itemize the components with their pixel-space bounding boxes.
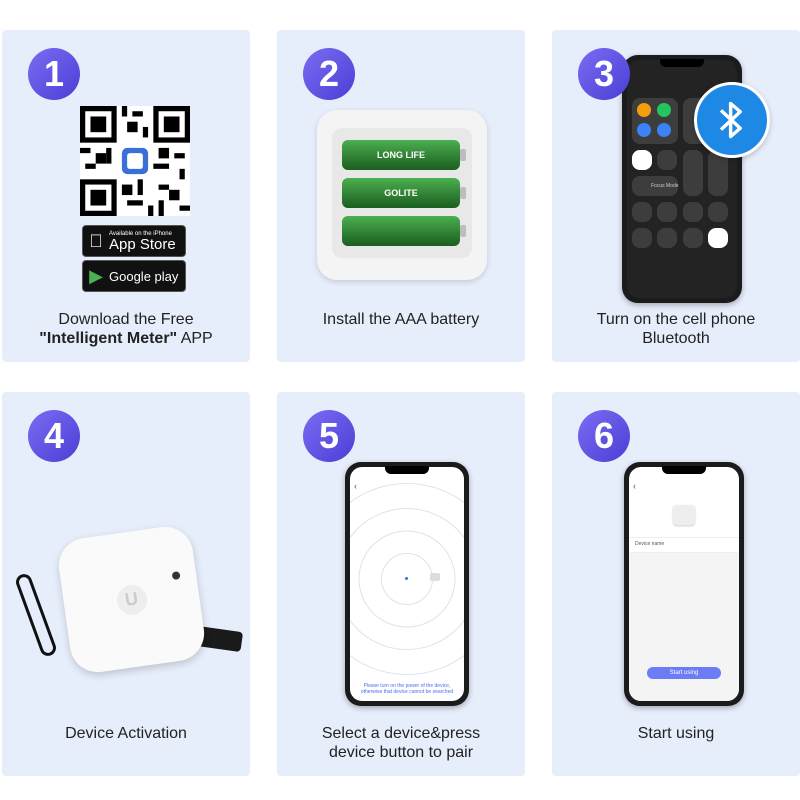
apple-icon:  <box>83 231 109 252</box>
step-caption: Turn on the cell phone Bluetooth <box>596 311 756 347</box>
device-thumbnail <box>673 505 695 525</box>
step-number-badge: 2 <box>303 48 355 100</box>
lanyard <box>13 571 59 659</box>
qr-code[interactable] <box>80 106 190 216</box>
meter-device: U <box>55 523 208 676</box>
play-icon: ▶ <box>89 265 103 286</box>
step-card-4: 4 U Device Activation <box>2 392 250 776</box>
google-play-button[interactable]: ▶ Google play <box>82 260 186 292</box>
battery-compartment: LONG LIFE GOLITE <box>317 110 487 280</box>
back-icon[interactable]: ‹ <box>354 481 357 491</box>
radar-center-dot <box>405 577 408 580</box>
battery: LONG LIFE <box>342 140 466 170</box>
battery: GOLITE <box>342 178 466 208</box>
step-card-1: 1  Available on the iPhone App Store ▶ … <box>2 30 250 362</box>
app-store-button[interactable]:  Available on the iPhone App Store <box>82 225 186 257</box>
step-number-badge: 3 <box>578 48 630 100</box>
start-using-button[interactable]: Start using <box>647 667 721 679</box>
step-caption: Install the AAA battery <box>322 311 480 328</box>
step-number-badge: 1 <box>28 48 80 100</box>
device-button[interactable] <box>171 571 181 581</box>
step-caption: Select a device&press device button to p… <box>321 725 481 761</box>
step-number-badge: 4 <box>28 410 80 462</box>
device-logo: U <box>114 582 149 617</box>
step-card-5: 5 ‹ Please turn on the power of the devi… <box>277 392 525 776</box>
bluetooth-icon[interactable] <box>694 82 770 158</box>
found-device[interactable] <box>430 573 440 581</box>
step-caption: Start using <box>637 725 715 742</box>
step-number-badge: 5 <box>303 410 355 462</box>
battery <box>342 216 466 246</box>
phone-pairing-screen: ‹ Please turn on the power of the device… <box>345 462 469 706</box>
step-card-2: 2 LONG LIFE GOLITE Install the AAA batte… <box>277 30 525 362</box>
phone-start-screen: ‹ Device name Start using <box>624 462 744 706</box>
step-caption: Device Activation <box>65 725 187 742</box>
step-card-6: 6 ‹ Device name Start using Start using <box>552 392 800 776</box>
step-number-badge: 6 <box>578 410 630 462</box>
step-card-3: 3 Focus Mode Turn on t <box>552 30 800 362</box>
back-icon[interactable]: ‹ <box>633 481 636 491</box>
step-caption: Download the Free "Intelligent Meter" AP… <box>39 311 213 347</box>
